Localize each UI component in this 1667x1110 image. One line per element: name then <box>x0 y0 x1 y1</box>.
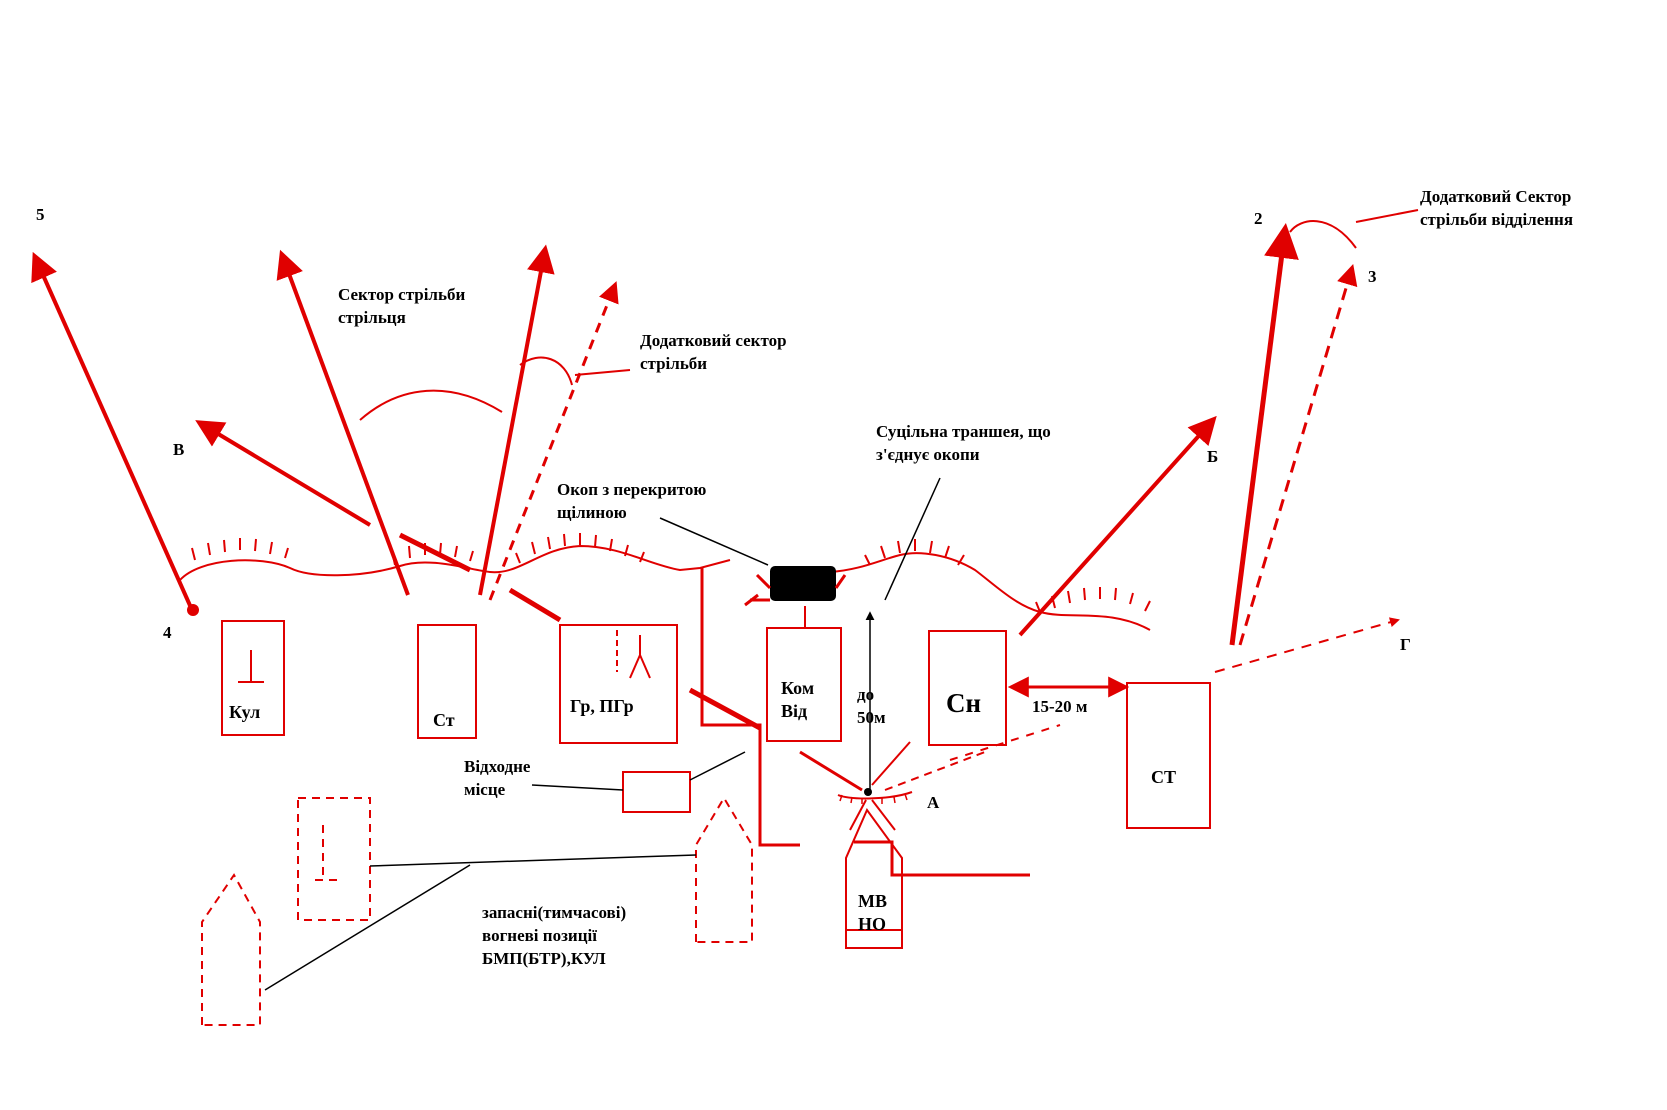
label-letter-v: В <box>173 440 184 459</box>
label-additional-sector-2: стрільби <box>640 354 707 373</box>
label-spacing: 15-20 м <box>1032 697 1088 716</box>
position-st2 <box>1126 682 1211 829</box>
trench-parapet-hatches <box>191 533 1151 613</box>
label-reserve-3: БМП(БТР),КУЛ <box>482 949 606 968</box>
observation-point-a <box>864 788 872 796</box>
obs-sector-down-left <box>849 799 867 831</box>
position-label-gr: Гр, ПГр <box>570 696 634 716</box>
rifleman-sector-left-arrow <box>276 249 410 596</box>
position-label-st: Ст <box>433 710 455 730</box>
mv-no-vehicle <box>845 808 903 949</box>
label-num-2: 2 <box>1254 209 1263 228</box>
obs-sector-right <box>871 741 911 786</box>
gr-to-kom-line <box>688 687 762 731</box>
sector-arrow-2 <box>1229 223 1299 646</box>
label-continuous-trench-2: з'єднує окопи <box>876 445 980 464</box>
label-distance-1: до <box>857 685 874 704</box>
position-label-sn: Сн <box>946 688 981 718</box>
label-sector-rifleman-2: стрільця <box>338 308 406 327</box>
label-withdrawal-2: місце <box>464 780 506 799</box>
sn-dashed-sector <box>949 724 1061 761</box>
position-label-kom-2: Від <box>781 701 807 721</box>
label-covered-trench-2: щілиною <box>557 503 627 522</box>
obs-sector-down-right <box>871 799 896 831</box>
rifleman-sector-arc <box>359 389 503 421</box>
label-squad-sector-2: стрільби відділення <box>1420 210 1573 229</box>
obs-sector-left <box>799 750 863 792</box>
position-label-st2: СТ <box>1151 767 1176 787</box>
position-label-mv-1: МВ <box>858 891 887 911</box>
additional-sector-dashed-arrow <box>488 281 619 601</box>
label-reserve-1: запасні(тимчасові) <box>482 903 626 922</box>
reserve-positions <box>201 796 753 1026</box>
additional-sector-arc <box>519 356 573 386</box>
squad-sector-arc <box>1289 220 1357 249</box>
communication-trench <box>700 568 800 847</box>
trench-line <box>179 544 1151 631</box>
leader-lines <box>264 209 1419 991</box>
covered-trench <box>770 566 836 601</box>
trench-to-rear <box>854 840 1030 877</box>
position-withdrawal <box>622 771 691 813</box>
label-additional-sector-1: Додатковий сектор <box>640 331 787 350</box>
label-num-3: 3 <box>1368 267 1377 286</box>
label-squad-sector-1: Додатковий Сектор <box>1420 187 1571 206</box>
label-distance-2: 50м <box>857 708 886 727</box>
label-num-5: 5 <box>36 205 45 224</box>
label-covered-trench-1: Окоп з перекритою <box>557 480 706 499</box>
position-gr <box>559 624 678 744</box>
sector-arrow-v-segment2 <box>508 587 562 623</box>
position-label-mv-2: НО <box>858 914 886 934</box>
covered-trench-hatches <box>744 573 847 607</box>
rifleman-sector-right-arrow <box>478 244 555 596</box>
grenade-launcher-y-symbol <box>629 635 651 679</box>
machine-gun-symbol <box>238 650 264 683</box>
position-st <box>417 624 477 739</box>
position-label-kul: Кул <box>229 702 260 722</box>
position-point-4 <box>187 604 199 616</box>
label-letter-a: А <box>927 793 940 812</box>
label-num-4: 4 <box>163 623 172 642</box>
position-label-kom-1: Ком <box>781 678 814 698</box>
sector-arrow-g-dashed <box>1214 617 1400 673</box>
obs-point-hatches <box>839 793 908 804</box>
sector-arrow-v <box>195 420 372 527</box>
sector-arrow-3-dashed <box>1238 263 1358 646</box>
label-withdrawal-1: Відходне <box>464 757 531 776</box>
label-continuous-trench-1: Суцільна траншея, що <box>876 422 1051 441</box>
label-sector-rifleman-1: Сектор стрільби <box>338 285 465 304</box>
label-letter-b: Б <box>1207 447 1218 466</box>
sector-arrow-v-segment <box>398 532 472 573</box>
label-letter-g: Г <box>1400 635 1411 654</box>
position-kul <box>221 620 285 736</box>
obs-sector-dashed <box>884 751 986 791</box>
position-sn <box>928 630 1007 746</box>
label-reserve-2: вогневі позиції <box>482 926 597 945</box>
position-kom <box>766 627 842 742</box>
obs-point-arc <box>837 791 913 800</box>
sector-arrow-b <box>1018 415 1217 637</box>
sector-arrow-5 <box>31 251 194 611</box>
